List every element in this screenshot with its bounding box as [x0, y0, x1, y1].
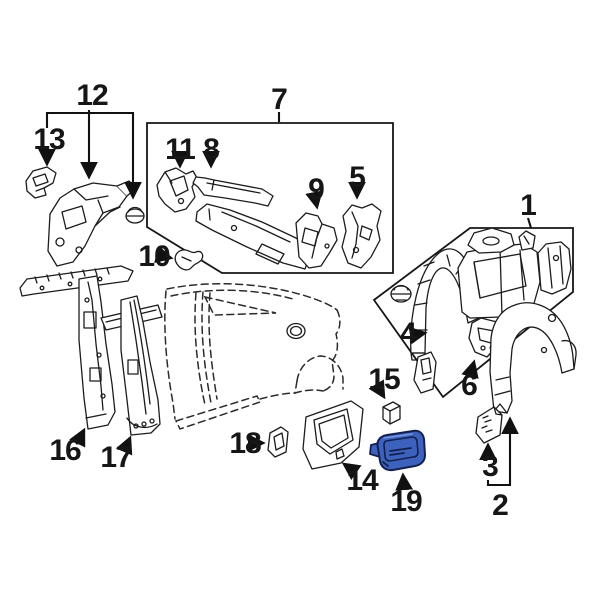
part-8-drawing[interactable]	[193, 177, 312, 269]
part-label-12[interactable]: 12	[76, 79, 108, 112]
part-label-1[interactable]: 1	[520, 189, 537, 222]
part-16-drawing[interactable]	[20, 266, 133, 429]
part-label-11[interactable]: 11	[165, 133, 196, 166]
part-7-group-box[interactable]	[147, 123, 393, 273]
part-label-19[interactable]: 19	[390, 485, 422, 518]
part-12-drawing[interactable]	[48, 181, 136, 266]
part-13-drawing[interactable]	[26, 167, 56, 198]
callout-arrow-6	[461, 359, 479, 379]
fuel-door-mark	[287, 324, 305, 339]
part-label-6[interactable]: 6	[461, 369, 478, 402]
part-14-drawing[interactable]	[303, 401, 363, 469]
part-15-drawing[interactable]	[383, 402, 400, 424]
callout-arrow-15	[368, 379, 386, 400]
part-3-drawing[interactable]	[476, 407, 502, 443]
part-17-drawing[interactable]	[101, 296, 162, 435]
part-5-drawing[interactable]	[342, 204, 381, 268]
part-label-4[interactable]: 4	[400, 317, 417, 350]
part-10-drawing[interactable]	[175, 250, 202, 270]
part-label-13[interactable]: 13	[33, 123, 65, 156]
part-12-grommet-drawing[interactable]	[126, 208, 144, 224]
part-label-10[interactable]: 10	[138, 240, 170, 273]
part-label-9[interactable]: 9	[308, 173, 325, 206]
part-label-2[interactable]: 2	[492, 489, 509, 522]
callout-arrow-14	[341, 462, 362, 481]
part-1-side-panel-drawing[interactable]	[538, 242, 571, 294]
part-label-18[interactable]: 18	[229, 427, 261, 460]
part-1-grommet-drawing[interactable]	[391, 286, 411, 303]
callout-arrow-19	[395, 472, 414, 491]
part-1-top-bracket-drawing[interactable]	[468, 228, 535, 253]
part-label-5[interactable]: 5	[349, 161, 366, 194]
part-19-highlighted-drawing[interactable]	[370, 431, 425, 470]
callout-arrow-4	[408, 326, 428, 345]
part-11-drawing[interactable]	[157, 168, 197, 212]
part-label-14[interactable]: 14	[346, 464, 378, 497]
car-body-outline	[165, 284, 343, 429]
part-label-7[interactable]: 7	[271, 83, 288, 116]
callout-arrow-10	[154, 245, 174, 263]
part-label-8[interactable]: 8	[203, 133, 220, 166]
part-label-17[interactable]: 17	[100, 441, 132, 474]
callout-line-1	[528, 218, 531, 228]
part-label-3[interactable]: 3	[482, 450, 499, 483]
part-1-quarter-inner-drawing[interactable]	[458, 241, 540, 318]
part-label-16[interactable]: 16	[49, 434, 81, 467]
callout-bracket-2	[488, 416, 519, 485]
part-2-drawing[interactable]	[490, 303, 576, 413]
part-9-drawing[interactable]	[296, 213, 337, 268]
callout-arrow-16	[69, 427, 86, 448]
part-18-drawing[interactable]	[268, 427, 288, 457]
callout-arrow-17	[115, 435, 133, 456]
callout-lines	[38, 110, 531, 491]
callout-arrow-9	[305, 190, 323, 210]
part-label-15[interactable]: 15	[368, 363, 400, 396]
part-1-lower-bracket-drawing[interactable]	[414, 352, 436, 393]
